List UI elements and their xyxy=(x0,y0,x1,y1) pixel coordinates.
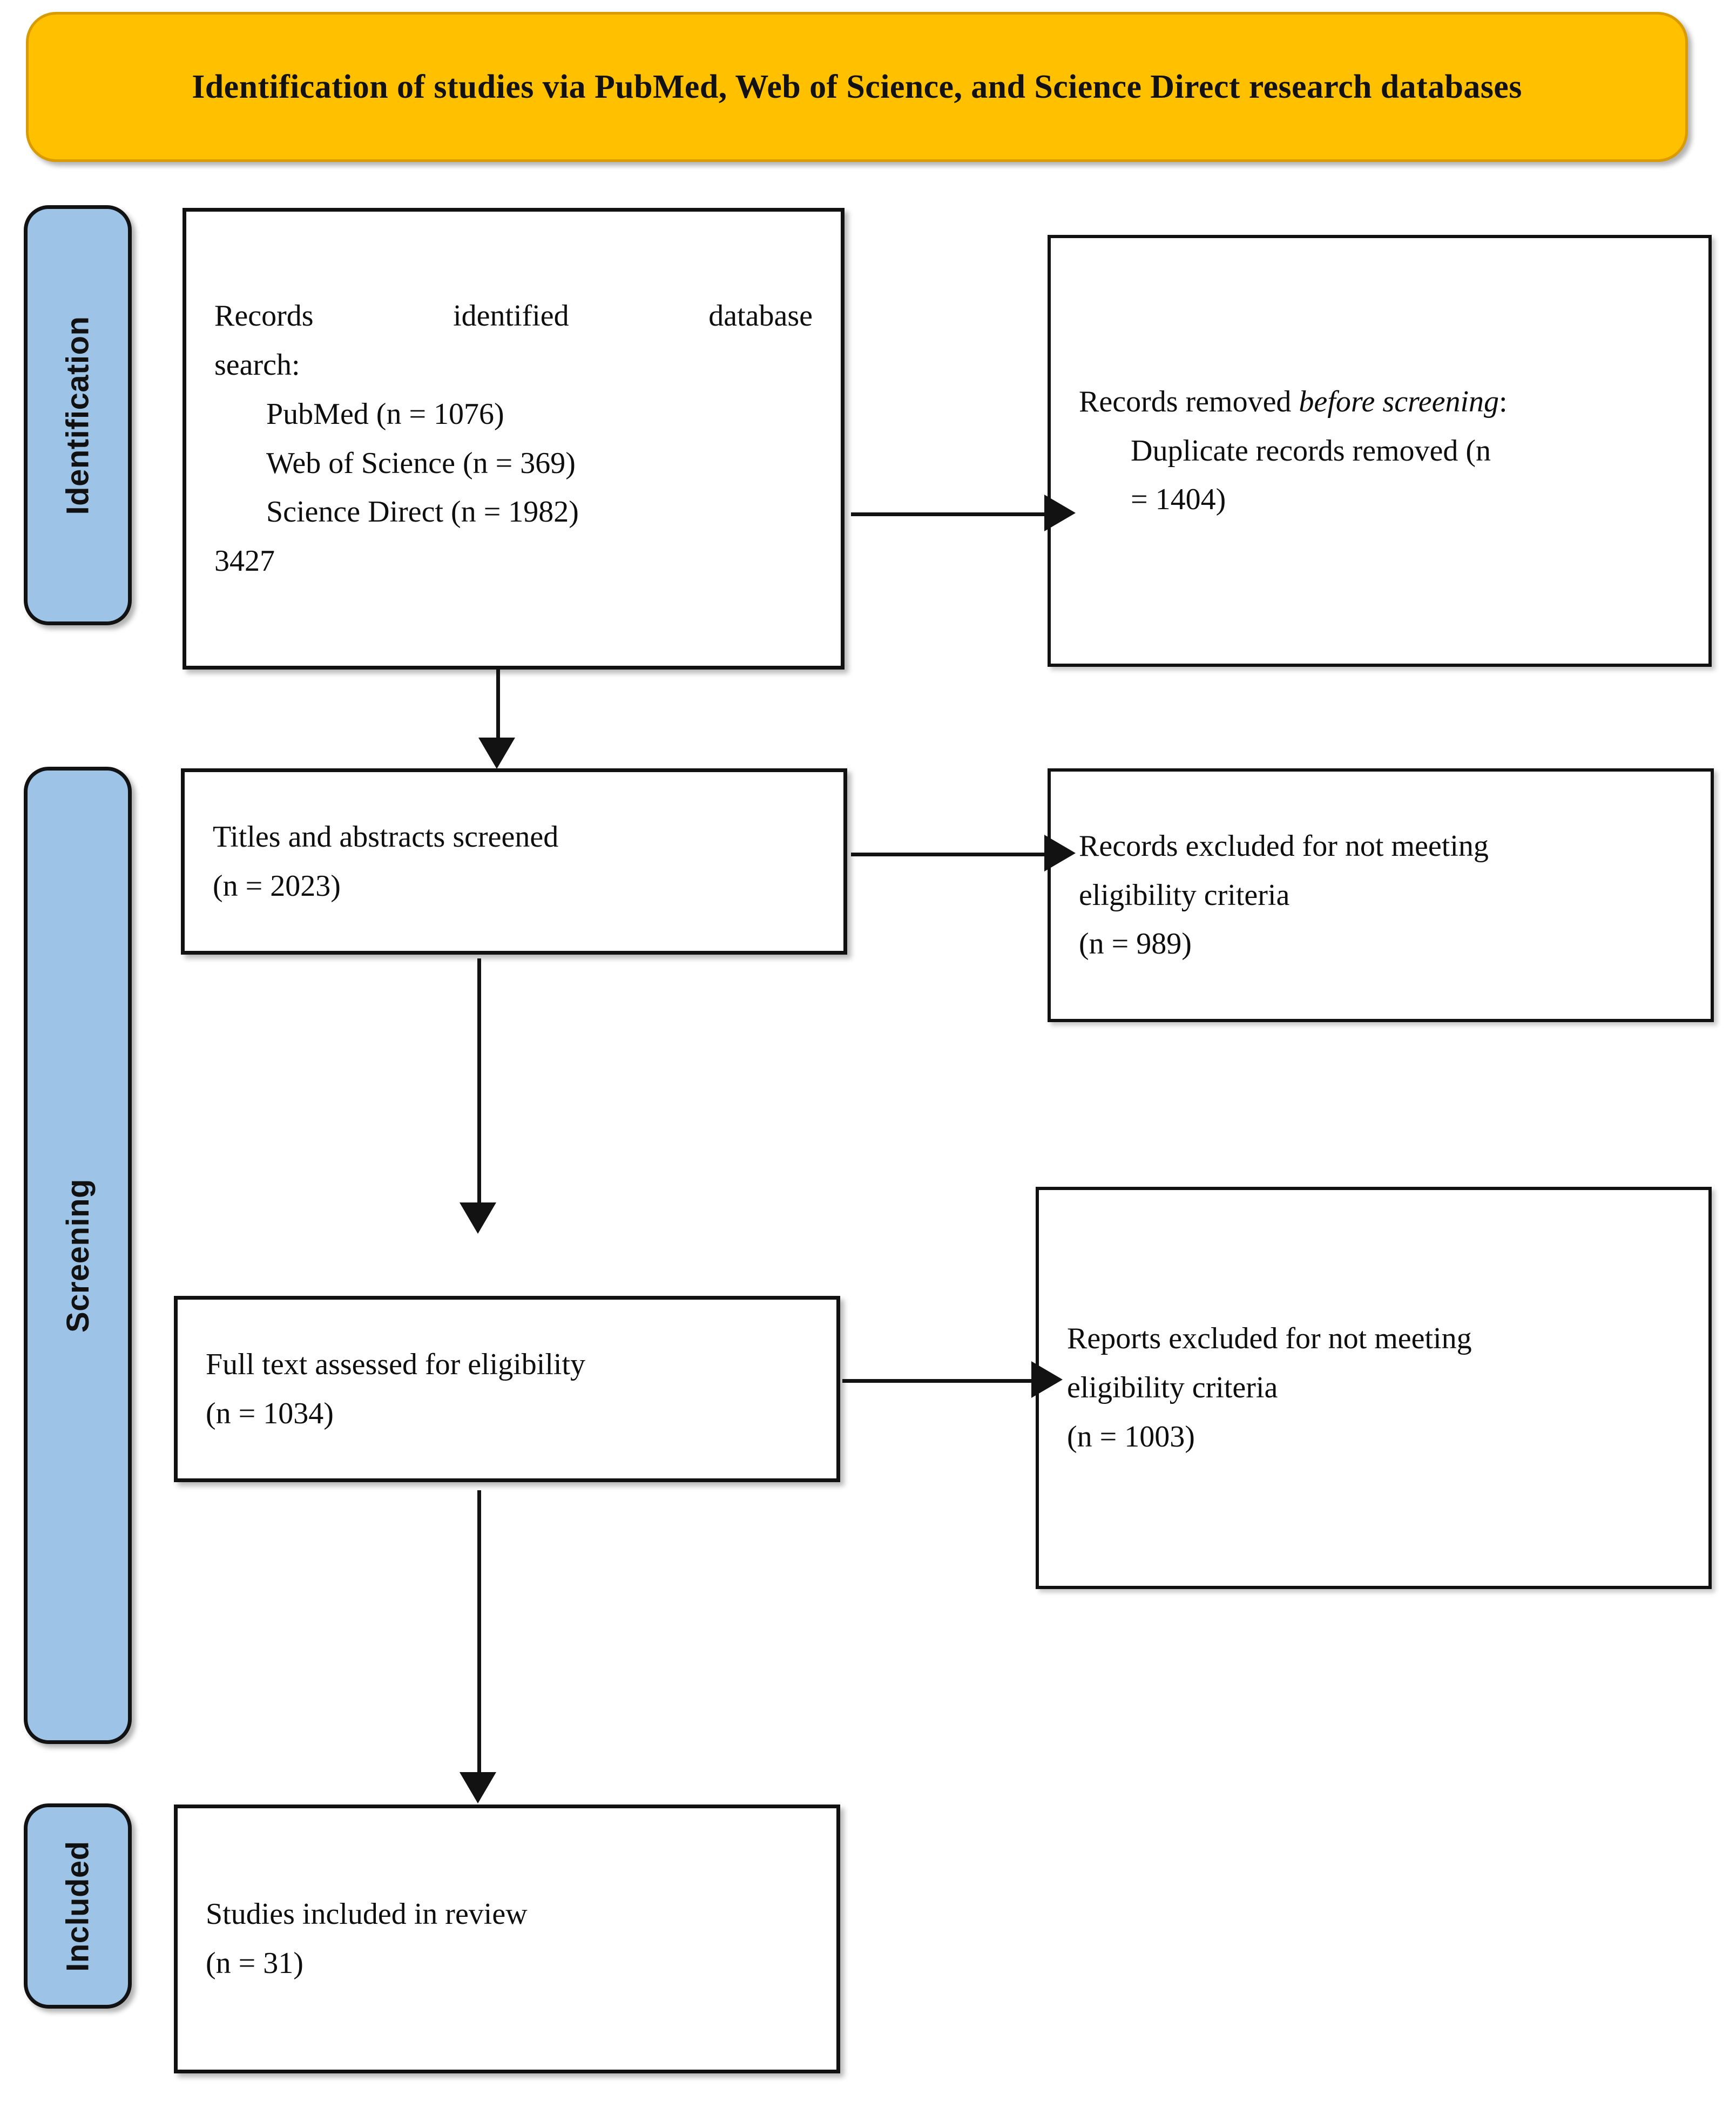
connector-shaft xyxy=(851,512,1049,516)
arrowhead-right-icon xyxy=(1044,495,1076,531)
records-identified-item-wos: Web of Science (n = 369) xyxy=(266,446,576,480)
node-studies-included: Studies included in review (n = 31) xyxy=(174,1805,840,2073)
connector-fulltext-to-included xyxy=(459,1490,502,1809)
records-excluded-line-2: eligibility criteria xyxy=(1079,878,1290,912)
connector-fulltext-to-reports-excluded xyxy=(842,1361,1069,1404)
records-excluded-line-1: Records excluded for not meeting xyxy=(1079,829,1489,863)
banner-text: Identification of studies via PubMed, We… xyxy=(127,60,1587,114)
node-records-excluded-body: Records excluded for not meeting eligibi… xyxy=(1051,822,1711,969)
node-studies-included-body: Studies included in review (n = 31) xyxy=(178,1890,836,1988)
node-full-text-assessed: Full text assessed for eligibility (n = … xyxy=(174,1296,840,1482)
node-records-excluded: Records excluded for not meeting eligibi… xyxy=(1048,768,1714,1022)
phase-label-included: Included xyxy=(60,1840,96,1972)
arrowhead-down-icon xyxy=(478,738,515,769)
phase-label-identification: Identification xyxy=(60,316,96,515)
connector-shaft xyxy=(496,670,500,741)
connector-identified-to-removed xyxy=(851,494,1078,537)
reports-excluded-line-2: eligibility criteria xyxy=(1067,1371,1278,1405)
connector-shaft xyxy=(477,1490,481,1776)
node-reports-excluded-body: Reports excluded for not meeting eligibi… xyxy=(1039,1314,1708,1461)
arrowhead-right-icon xyxy=(1044,835,1076,871)
connector-screened-to-excluded xyxy=(851,834,1078,877)
connector-screened-to-fulltext xyxy=(459,958,502,1239)
diagram-banner: Identification of studies via PubMed, We… xyxy=(26,12,1688,162)
records-removed-heading-colon: : xyxy=(1499,384,1508,418)
studies-included-line-2: (n = 31) xyxy=(206,1947,303,1980)
records-identified-heading: Records identified database xyxy=(214,299,813,333)
node-records-removed-body: Records removed before screening: Duplic… xyxy=(1051,377,1708,524)
studies-included-line-1: Studies included in review xyxy=(206,1897,528,1931)
reports-excluded-line-3: (n = 1003) xyxy=(1067,1420,1195,1454)
titles-screened-line-2: (n = 2023) xyxy=(213,869,341,903)
phase-pill-included: Included xyxy=(24,1803,132,2009)
node-records-removed: Records removed before screening: Duplic… xyxy=(1048,235,1712,667)
banner-line-2: research databases xyxy=(1248,68,1522,105)
phase-pill-screening: Screening xyxy=(24,767,132,1744)
phase-pill-identification: Identification xyxy=(24,205,132,625)
records-identified-total: 3427 xyxy=(214,544,275,578)
banner-line-1: Identification of studies via PubMed, We… xyxy=(192,68,1240,105)
records-removed-heading: Records removed before screening: xyxy=(1079,377,1680,427)
records-identified-item-pubmed: PubMed (n = 1076) xyxy=(266,397,504,431)
records-excluded-line-3: (n = 989) xyxy=(1079,927,1192,961)
node-records-identified: Records identified database search: PubM… xyxy=(183,208,845,670)
arrowhead-down-icon xyxy=(460,1772,496,1803)
node-records-identified-body: Records identified database search: PubM… xyxy=(186,292,841,585)
node-reports-excluded: Reports excluded for not meeting eligibi… xyxy=(1036,1187,1712,1589)
records-removed-item-line-2: = 1404) xyxy=(1131,483,1226,517)
phase-label-screening: Screening xyxy=(60,1178,96,1333)
titles-screened-line-1: Titles and abstracts screened xyxy=(213,820,559,854)
records-removed-item-line-1: Duplicate records removed (n xyxy=(1131,434,1491,468)
connector-shaft xyxy=(842,1379,1036,1383)
reports-excluded-line-1: Reports excluded for not meeting xyxy=(1067,1322,1472,1356)
records-identified-item-sciencedirect: Science Direct (n = 1982) xyxy=(266,495,579,529)
records-removed-heading-plain: Records removed xyxy=(1079,384,1299,418)
node-titles-screened: Titles and abstracts screened (n = 2023) xyxy=(181,768,847,955)
records-identified-heading-2: search: xyxy=(214,348,300,382)
arrowhead-right-icon xyxy=(1031,1361,1063,1398)
node-titles-screened-body: Titles and abstracts screened (n = 2023) xyxy=(185,813,843,910)
connector-shaft xyxy=(477,958,481,1207)
records-removed-heading-italic: before screening xyxy=(1299,384,1499,418)
node-full-text-assessed-body: Full text assessed for eligibility (n = … xyxy=(178,1340,836,1438)
full-text-assessed-line-1: Full text assessed for eligibility xyxy=(206,1347,586,1381)
connector-identified-to-screened xyxy=(478,670,521,772)
arrowhead-down-icon xyxy=(460,1202,496,1234)
full-text-assessed-line-2: (n = 1034) xyxy=(206,1396,334,1430)
connector-shaft xyxy=(851,853,1049,856)
